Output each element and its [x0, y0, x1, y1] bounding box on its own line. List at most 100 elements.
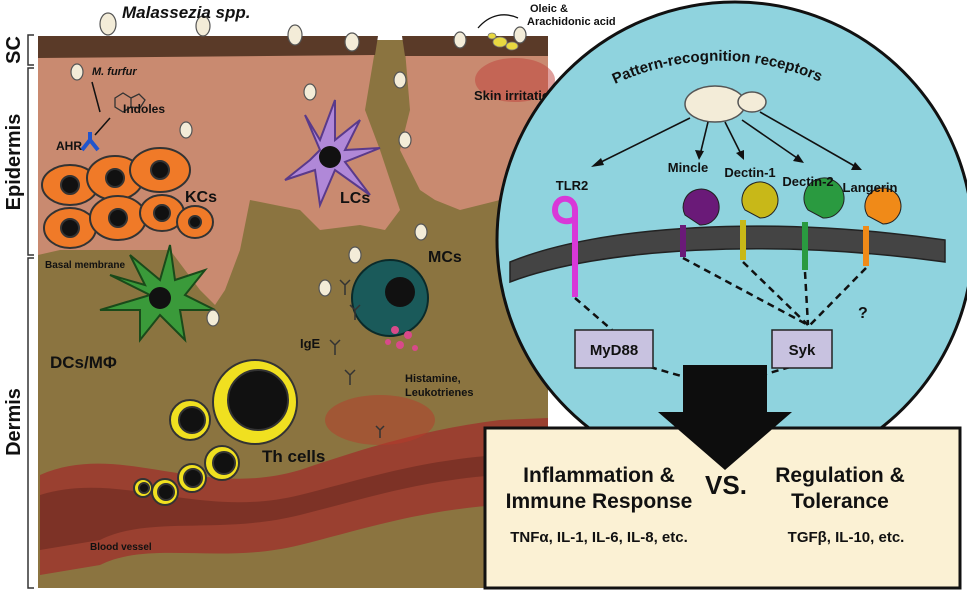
receptor-dectin1: [740, 181, 779, 260]
th-cells: [133, 359, 298, 506]
langerhans-cell-nucleus: [319, 146, 341, 168]
th-cells-label: Th cells: [262, 447, 325, 466]
lcs-label: LCs: [340, 190, 370, 207]
ige-antibodies: [329, 279, 385, 438]
keratinocyte-nucleus: [108, 208, 128, 228]
skin-irritation-area: [475, 58, 555, 102]
arrow-to-tlr2: [594, 117, 691, 166]
indoles-label: Indoles: [123, 102, 165, 116]
epidermis-layer-left: [38, 50, 400, 305]
dectin2-to-syk-signal: [803, 271, 810, 326]
malassezia-yeast-icon: [70, 63, 84, 81]
dectin2-stalk: [802, 222, 808, 270]
th-cell-nucleus: [157, 483, 175, 501]
prr-panel: MyD88 Syk ? TLR2 Mincle Dectin-1 Dectin-…: [495, 0, 967, 480]
m-furfur-to-indoles-arrow: [91, 81, 101, 113]
regulation-line2: Tolerance: [791, 490, 889, 513]
unknown-pathway-mark: ?: [858, 305, 868, 322]
ige-antibody-icon: [329, 339, 341, 355]
th-cell-nucleus: [212, 451, 236, 475]
skin-irritation-label: Skin irritation: [474, 88, 558, 103]
keratinocyte-nucleus: [105, 168, 125, 188]
fatty-acid-arrow: [477, 14, 519, 29]
th-cell-nucleus: [178, 406, 206, 434]
dectin1-to-syk-signal: [742, 261, 809, 326]
ahr-label: AHR: [56, 139, 82, 153]
malassezia-yeast-icon: [195, 15, 211, 37]
mincle-receptor-icon: [682, 188, 720, 226]
histamine-granule: [412, 345, 418, 351]
tlr2-receptor-icon: [551, 195, 578, 235]
keratinocyte-nucleus: [60, 175, 80, 195]
arrowhead-dectin2: [793, 154, 804, 163]
inflammation-glow: [325, 395, 435, 445]
ige-antibody-icon: [375, 425, 385, 438]
big-down-arrow: [658, 365, 792, 470]
receptor-tlr2: [551, 195, 578, 297]
dectin1-receptor-icon: [741, 181, 779, 219]
vs-label: VS.: [705, 470, 747, 500]
th-cell-nucleus: [183, 468, 203, 488]
tlr2-stalk: [572, 235, 578, 297]
epidermis-bracket: [27, 67, 34, 256]
dectin1-label: Dectin-1: [724, 165, 775, 180]
layer-label-sc: SC: [3, 36, 25, 64]
fatty-acid-droplet: [505, 41, 519, 51]
keratinocytes: [41, 147, 214, 249]
th-cell-nucleus: [227, 369, 289, 431]
tlr2-label: TLR2: [556, 178, 589, 193]
fatty-acid-droplet: [492, 36, 508, 48]
langerin-label: Langerin: [843, 180, 898, 195]
arrow-to-langerin: [759, 111, 859, 169]
ahr-receptor-icon: [80, 132, 100, 152]
syk-box: [771, 329, 833, 369]
arrowhead-mincle: [695, 150, 704, 160]
keratinocyte-nucleus: [188, 215, 202, 229]
syk-label: Syk: [789, 342, 816, 359]
arrow-to-mincle: [699, 121, 709, 156]
malassezia-yeast-icon: [206, 309, 220, 327]
basal-membrane-label: Basal membrane: [45, 260, 125, 271]
ige-antibody-icon: [349, 304, 361, 320]
blood-vessel-label: Blood vessel: [90, 542, 152, 553]
layer-label-epidermis: Epidermis: [3, 114, 25, 211]
dendritic-cell: [99, 244, 216, 343]
malassezia-yeast-icon: [179, 121, 193, 139]
arrow-to-dectin2: [741, 119, 801, 161]
receptor-dectin2: [802, 177, 845, 270]
histamine-granule: [391, 326, 399, 334]
dermis-bracket: [27, 257, 34, 589]
histamine-label: Histamine,: [405, 373, 461, 385]
malassezia-yeasts: [70, 12, 527, 327]
ige-label: IgE: [300, 336, 321, 351]
receptor-langerin: [863, 187, 902, 266]
malassezia-yeast-icon: [398, 131, 412, 149]
malassezia-yeast-icon: [453, 31, 467, 49]
right-cytokines: TGFβ, IL-10, etc.: [788, 529, 905, 546]
keratinocyte-nucleus: [60, 218, 80, 238]
malassezia-yeast-icon: [513, 26, 527, 44]
dendritic-cell-nucleus: [149, 287, 171, 309]
tlr2-to-myd88-signal: [574, 297, 613, 331]
histamine-granule: [404, 331, 412, 339]
fatty-acid-droplets: [487, 32, 519, 51]
malassezia-yeast-icon: [99, 12, 117, 36]
mast-cell: [351, 259, 429, 351]
malassezia-yeast-icon: [414, 223, 428, 241]
mast-cell-nucleus: [385, 277, 415, 307]
blood-vessel-lumen: [40, 452, 548, 550]
prr-malassezia-icon: [684, 85, 746, 123]
arrowhead-dectin1: [736, 150, 744, 160]
prr-arrows: [594, 111, 859, 169]
left-cytokines: TNFα, IL-1, IL-6, IL-8, etc.: [510, 529, 688, 546]
outcome-box: [483, 426, 962, 590]
myd88-label: MyD88: [590, 342, 638, 359]
layer-brackets: [27, 34, 34, 589]
keratinocyte-nucleus: [153, 204, 171, 222]
receptor-mincle: [680, 188, 720, 257]
langerin-stalk: [863, 226, 869, 266]
layer-label-dermis: Dermis: [3, 388, 25, 456]
prr-arrowheads: [591, 150, 862, 170]
malassezia-label: Malassezia spp.: [122, 3, 251, 22]
malassezia-yeast-icon: [348, 246, 362, 264]
